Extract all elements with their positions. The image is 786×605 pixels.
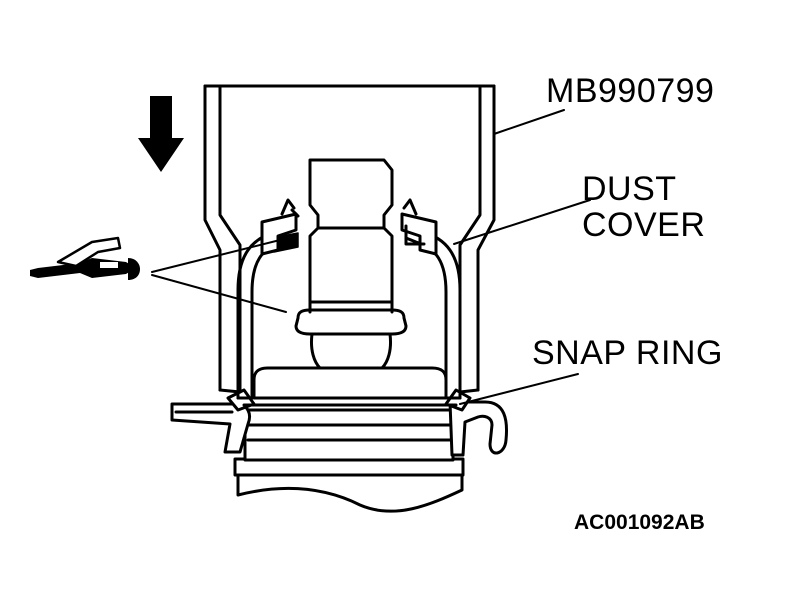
dust-cover-label-line1: DUST [582,170,677,208]
grease-gun-icon [30,236,140,280]
leader-lines [151,109,591,405]
down-arrow-icon [138,96,184,172]
seal-lip-left [260,198,300,256]
figure-code: AC001092AB [574,511,705,534]
tool-label: MB990799 [546,72,715,110]
bearing-outer-race [252,366,448,400]
seal-lip-right [400,198,438,256]
tool-mb990799 [203,84,496,394]
snap-ring [226,388,472,412]
dust-cover-label-line2: COVER [582,206,706,244]
snap-ring-label: SNAP RING [532,334,723,372]
spindle [294,158,408,370]
housing [170,400,508,513]
